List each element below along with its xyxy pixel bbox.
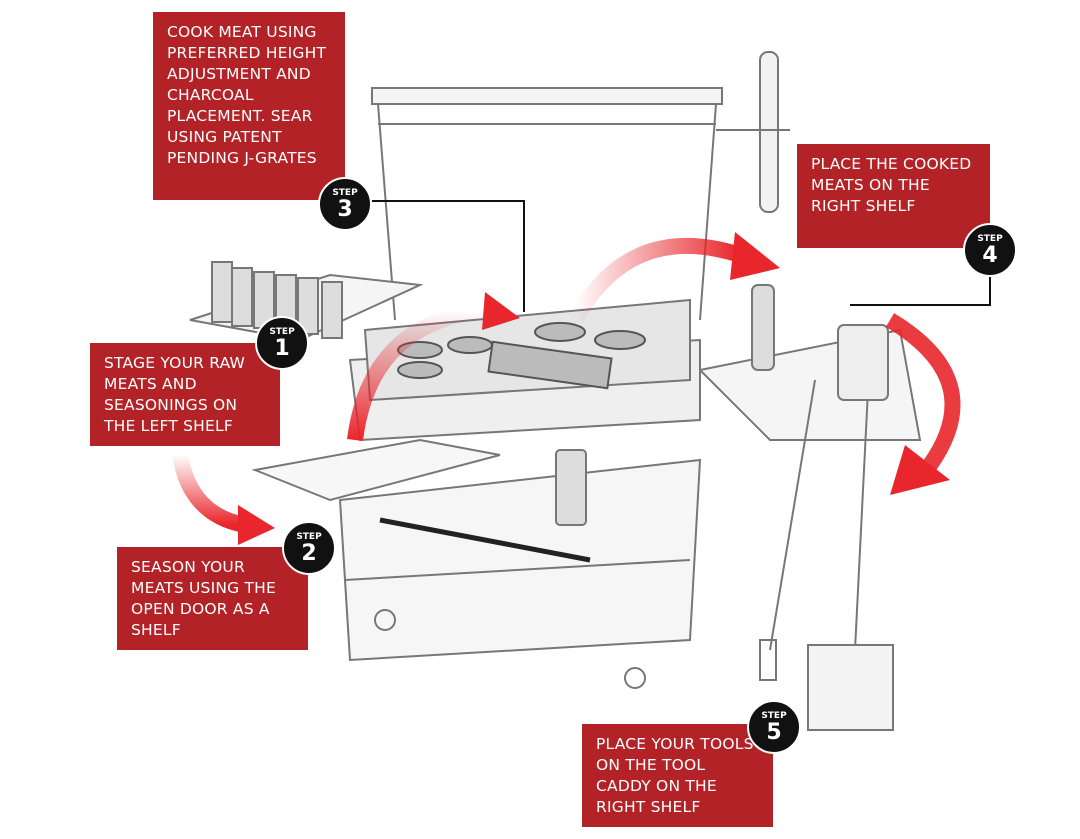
- step-4-box: PLACE THE COOKED MEATS ON THE RIGHT SHEL…: [797, 144, 990, 248]
- step-number: 5: [766, 720, 782, 745]
- step-2-box: SEASON YOUR MEATS USING THE OPEN DOOR AS…: [117, 547, 308, 650]
- step-5-box: PLACE YOUR TOOLS ON THE TOOL CADDY ON TH…: [582, 724, 773, 827]
- step-3-box: COOK MEAT USING PREFERRED HEIGHT ADJUSTM…: [153, 12, 345, 200]
- step-label: STEP: [761, 711, 787, 721]
- step-label: STEP: [977, 234, 1003, 244]
- step-2-text: SEASON YOUR MEATS USING THE OPEN DOOR AS…: [131, 558, 277, 639]
- step-4-text: PLACE THE COOKED MEATS ON THE RIGHT SHEL…: [811, 155, 972, 215]
- step-number: 4: [982, 243, 998, 268]
- step-1-text: STAGE YOUR RAW MEATS AND SEASONINGS ON T…: [104, 354, 246, 435]
- step-3-text: COOK MEAT USING PREFERRED HEIGHT ADJUSTM…: [167, 23, 327, 167]
- step-1-box: STAGE YOUR RAW MEATS AND SEASONINGS ON T…: [90, 343, 280, 446]
- step-5-text: PLACE YOUR TOOLS ON THE TOOL CADDY ON TH…: [596, 735, 754, 816]
- step-label: STEP: [296, 532, 322, 542]
- step-label: STEP: [269, 327, 295, 337]
- step-number: 3: [337, 197, 353, 222]
- step-label: STEP: [332, 188, 358, 198]
- step-number: 2: [301, 541, 317, 566]
- step-number: 1: [274, 336, 290, 361]
